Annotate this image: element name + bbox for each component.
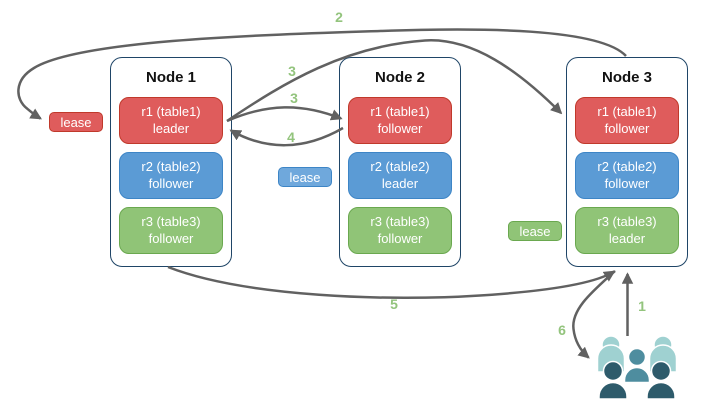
node-3-title: Node 3 — [601, 69, 652, 86]
replica-role: leader — [152, 120, 190, 136]
node-3-replica-r3: r3 (table3) leader — [575, 207, 679, 254]
node-2-title: Node 2 — [374, 69, 425, 86]
step-label-3a: 3 — [288, 63, 296, 79]
replica-label: r1 (table1) — [370, 103, 430, 119]
replica-label: r1 (table1) — [597, 103, 657, 119]
replica-role: follower — [148, 230, 194, 246]
replica-label: r1 (table1) — [141, 103, 201, 119]
replica-role: follower — [604, 120, 650, 136]
node-2-replica-r3: r3 (table3) follower — [348, 207, 452, 254]
replica-label: r2 (table2) — [141, 158, 201, 174]
replica-label: r3 (table3) — [370, 213, 430, 229]
replica-label: r2 (table2) — [597, 158, 657, 174]
step-label-6: 6 — [558, 322, 566, 338]
replica-role: leader — [608, 230, 646, 246]
replica-role: follower — [148, 175, 194, 191]
replica-label: r3 (table3) — [597, 213, 657, 229]
lease-label-blue: lease — [278, 167, 332, 187]
replica-role: follower — [377, 230, 423, 246]
node-1-replica-r1: r1 (table1) leader — [119, 97, 223, 144]
step-label-3b: 3 — [290, 90, 298, 106]
node-2-replica-r1: r1 (table1) follower — [348, 97, 452, 144]
node-3-replica-r1: r1 (table1) follower — [575, 97, 679, 144]
arrow-step-5 — [167, 265, 616, 300]
node-1: Node 1 r1 (table1) leader r2 (table2) fo… — [110, 57, 232, 267]
replica-role: follower — [604, 175, 650, 191]
node-1-title: Node 1 — [145, 69, 196, 86]
step-label-1: 1 — [638, 298, 646, 314]
node-2-replica-r2: r2 (table2) leader — [348, 152, 452, 199]
replica-label: r2 (table2) — [370, 158, 430, 174]
lease-label-red: lease — [49, 112, 103, 132]
node-1-replica-r2: r2 (table2) follower — [119, 152, 223, 199]
node-3-replica-r2: r2 (table2) follower — [575, 152, 679, 199]
replica-role: leader — [381, 175, 419, 191]
step-label-5: 5 — [390, 296, 398, 312]
step-label-4: 4 — [287, 129, 295, 145]
lease-label-green: lease — [508, 221, 562, 241]
replica-label: r3 (table3) — [141, 213, 201, 229]
arrow-step-3-to-node2 — [226, 106, 343, 123]
users-group-icon — [596, 335, 678, 400]
replica-role: follower — [377, 120, 423, 136]
node-1-replica-r3: r3 (table3) follower — [119, 207, 223, 254]
node-3: Node 3 r1 (table1) follower r2 (table2) … — [566, 57, 688, 267]
step-label-2: 2 — [335, 9, 343, 25]
node-2: Node 2 r1 (table1) follower r2 (table2) … — [339, 57, 461, 267]
